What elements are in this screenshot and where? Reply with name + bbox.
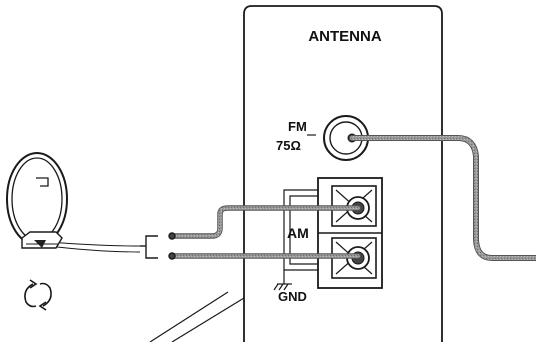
am-label: AM: [287, 225, 309, 241]
wire-connector: [140, 232, 176, 260]
ground-symbol-icon: [273, 270, 292, 291]
am-bracket: [283, 189, 318, 271]
gnd-label: GND: [278, 289, 307, 304]
am-loop-antenna-icon: [6, 152, 68, 249]
cabinet-edge-lines: [149, 291, 245, 342]
fm-label-line1: FM: [288, 119, 307, 134]
fm-label-line2: 75Ω: [276, 138, 301, 153]
antenna-lead-wires: [47, 241, 141, 253]
am-wires: [169, 205, 361, 259]
fm-jack[interactable]: [323, 115, 369, 161]
rear-panel: [243, 5, 443, 342]
rotate-arrows-icon: [24, 279, 52, 311]
panel-title: ANTENNA: [308, 28, 381, 45]
